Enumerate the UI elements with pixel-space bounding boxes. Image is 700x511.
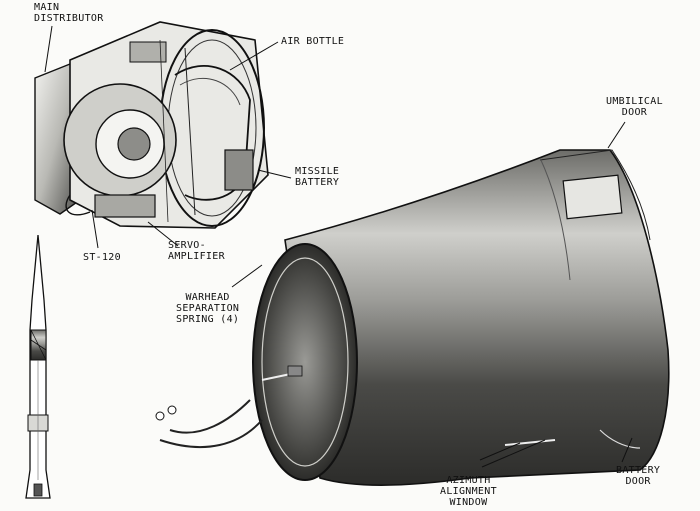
label-main-distributor: MAIN DISTRIBUTOR <box>34 2 104 24</box>
guidance-section-illustration <box>34 21 269 229</box>
label-st-120: ST-120 <box>83 252 121 263</box>
leader-lines <box>44 25 633 468</box>
label-azimuth-alignment-window: AZIMUTH ALIGNMENT WINDOW <box>440 475 497 508</box>
label-servo-amplifier: SERVO- AMPLIFIER <box>168 240 225 262</box>
label-umbilical-door: UMBILICAL DOOR <box>606 96 663 118</box>
label-warhead-separation-spring: WARHEAD SEPARATION SPRING (4) <box>176 292 240 325</box>
warhead-adapter-cylinder <box>155 149 670 487</box>
label-missile-battery: MISSILE BATTERY <box>295 166 340 188</box>
label-air-bottle: AIR BOTTLE <box>281 36 345 47</box>
label-battery-door: BATTERY DOOR <box>616 465 661 487</box>
missile-silhouette <box>25 234 51 499</box>
